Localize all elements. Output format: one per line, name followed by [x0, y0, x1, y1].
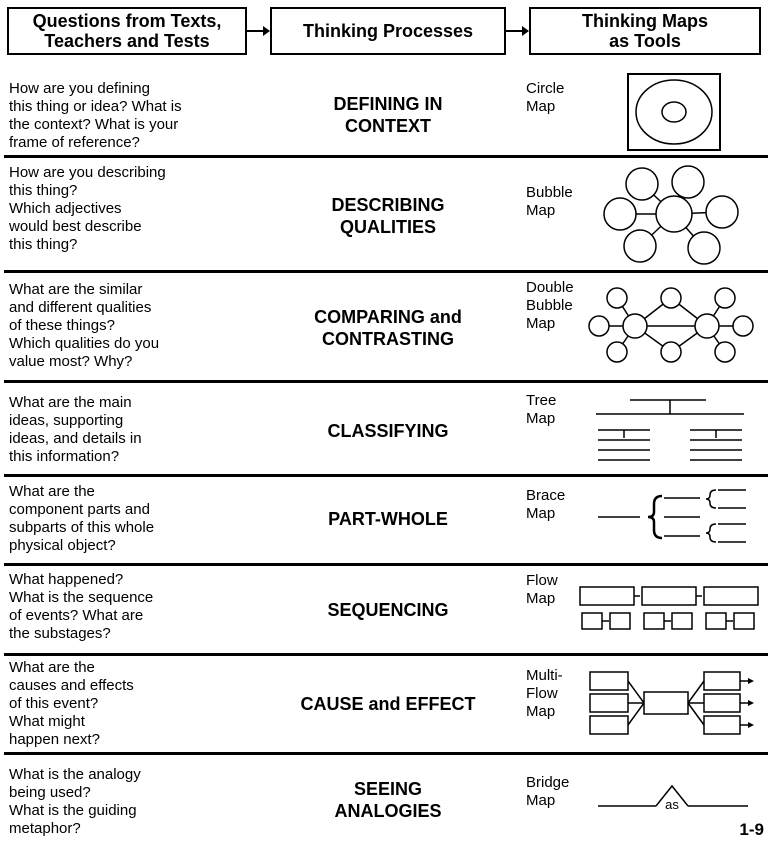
- question-text: What are the similar and different quali…: [9, 281, 160, 370]
- header-arrow-icon: [247, 26, 270, 36]
- bridge-map-icon: as: [598, 784, 748, 812]
- row-divider: [4, 270, 768, 273]
- question-text: What happened? What is the sequence of e…: [9, 571, 154, 642]
- row-divider: [4, 380, 768, 383]
- map-name: Circle Map: [526, 80, 565, 115]
- question-text: What are the causes and effects of this …: [9, 659, 134, 748]
- map-name: Tree Map: [526, 392, 557, 427]
- process-label: DESCRIBING QUALITIES: [331, 195, 445, 237]
- row-divider: [4, 752, 768, 755]
- question-text: How are you describing this thing? Which…: [9, 164, 166, 253]
- header-processes-label: Thinking Processes: [302, 21, 474, 41]
- header-processes: Thinking Processes: [270, 7, 506, 55]
- process-label: SEQUENCING: [327, 600, 449, 620]
- header-tools-label: Thinking Maps as Tools: [582, 11, 708, 51]
- process-label: DEFINING IN CONTEXT: [333, 94, 443, 136]
- row-divider: [4, 653, 768, 656]
- row-divider: [4, 155, 768, 158]
- process-label: CAUSE and EFFECT: [300, 694, 476, 714]
- header-questions: Questions from Texts, Teachers and Tests: [7, 7, 247, 55]
- question-text: How are you defining this thing or idea?…: [9, 80, 182, 151]
- map-name: Brace Map: [526, 487, 566, 522]
- row-divider: [4, 474, 768, 477]
- row-divider: [4, 563, 768, 566]
- map-name: Bridge Map: [526, 774, 570, 809]
- double-bubble-map-icon: [588, 287, 754, 363]
- map-name: Flow Map: [526, 572, 558, 607]
- question-text: What are the component parts and subpart…: [9, 483, 155, 554]
- header-questions-label: Questions from Texts, Teachers and Tests: [32, 11, 222, 51]
- bridge-word: as: [665, 797, 679, 812]
- header-tools: Thinking Maps as Tools: [529, 7, 761, 55]
- process-label: CLASSIFYING: [327, 421, 449, 441]
- tree-map-icon: [596, 399, 744, 461]
- page-number: 1-9: [739, 820, 764, 839]
- map-name: Double Bubble Map: [526, 279, 574, 332]
- process-label: SEEING ANALOGIES: [334, 779, 442, 821]
- brace-map-icon: [598, 489, 746, 543]
- map-name: Multi- Flow Map: [526, 667, 563, 720]
- header-arrow-icon: [506, 26, 529, 36]
- circle-map-icon: [627, 73, 721, 151]
- question-text: What is the analogy being used? What is …: [9, 766, 141, 837]
- process-label: COMPARING and CONTRASTING: [314, 307, 462, 349]
- map-name: Bubble Map: [526, 184, 573, 219]
- process-label: PART-WHOLE: [328, 509, 448, 529]
- multi-flow-map-icon: [589, 671, 754, 735]
- question-text: What are the main ideas, supporting idea…: [9, 394, 142, 465]
- flow-map-icon: [579, 586, 759, 630]
- bubble-map-icon: [603, 165, 739, 265]
